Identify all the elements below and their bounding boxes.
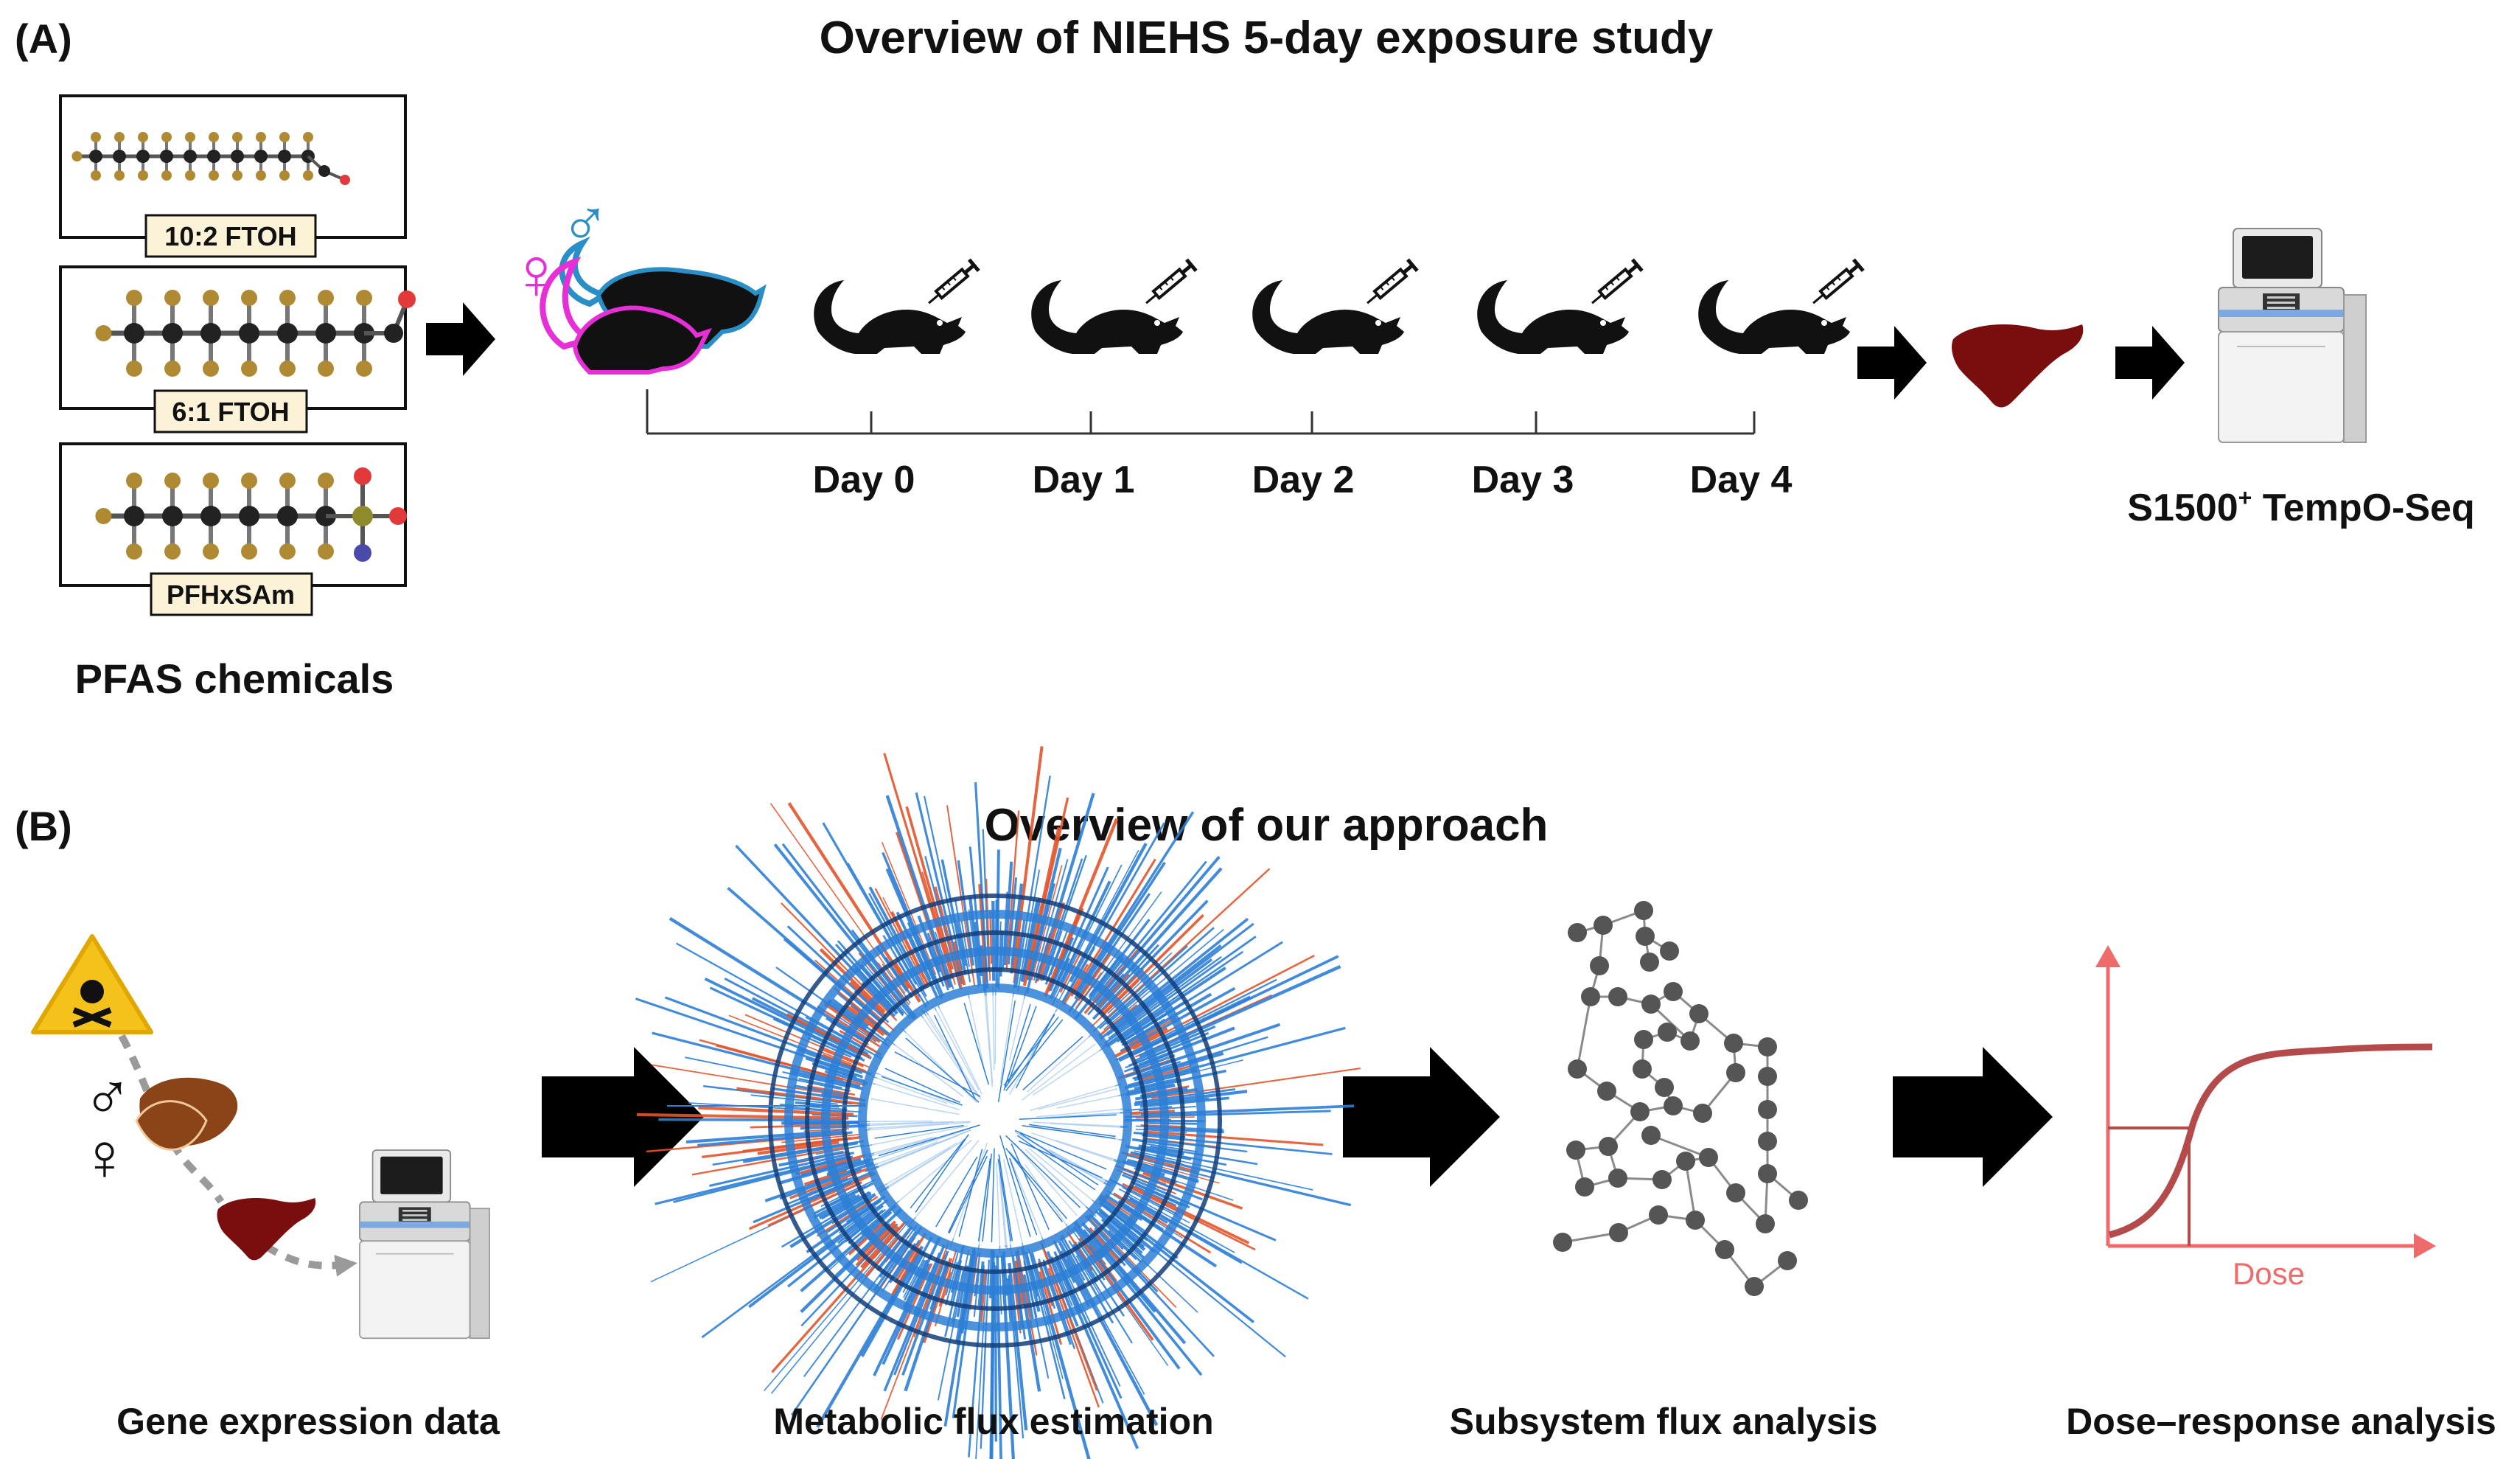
panel-a-label: (A) — [15, 15, 72, 62]
hazard-sign-icon — [31, 934, 153, 1034]
flow-arrow — [426, 302, 495, 376]
panel-b-title: Overview of our approach — [985, 800, 1549, 851]
dose-axis-label: Dose — [2233, 1256, 2305, 1291]
dosing-mouse-day2 — [1252, 260, 1417, 354]
chemical-name: PFHxSAm — [167, 579, 295, 610]
chemical-box-3: PFHxSAm — [59, 442, 407, 616]
step-label: Gene expression data — [116, 1401, 500, 1442]
day-label: Day 2 — [1252, 459, 1355, 501]
day-label: Day 0 — [813, 459, 915, 501]
dose-response-plot — [2095, 945, 2436, 1258]
dosing-mouse-day0 — [814, 260, 979, 354]
sequencer-icon — [2218, 228, 2367, 443]
chemical-name: 10:2 FTOH — [164, 221, 296, 251]
sequencer-icon — [359, 1149, 490, 1340]
dose-response-curve — [2108, 1043, 2433, 1239]
dosing-mouse-day3 — [1477, 260, 1642, 354]
metabolic-flux-circular-tree — [635, 746, 1361, 1459]
dashed-flow-path — [263, 1242, 357, 1277]
step-arrow — [542, 1047, 704, 1187]
male-symbol: ♂ — [560, 184, 610, 258]
chemical-name: 6:1 FTOH — [172, 397, 289, 427]
liver-icon — [1951, 324, 2084, 408]
day-label: Day 3 — [1472, 459, 1574, 501]
panel-b-label: (B) — [15, 803, 72, 849]
flow-arrow — [2115, 326, 2185, 400]
step-arrow — [1893, 1047, 2053, 1187]
dosing-mouse-day4 — [1698, 260, 1863, 354]
subsystem-network-graph — [1553, 901, 1808, 1296]
timeline — [646, 389, 1756, 435]
step-arrow — [1343, 1047, 1500, 1187]
female-symbol: ♀ — [80, 1121, 130, 1194]
female-symbol: ♀ — [509, 232, 564, 315]
chemical-box-2: 6:1 FTOH — [59, 265, 416, 433]
sequencer-label: S1500+ TempO-Seq — [2127, 484, 2474, 529]
chemical-box-1: 10:2 FTOH — [59, 94, 407, 258]
step-label: Metabolic flux estimation — [773, 1401, 1213, 1442]
step-label: Dose–response analysis — [2066, 1401, 2496, 1442]
molecule-6-1-ftoh — [95, 290, 416, 377]
flow-arrow — [1857, 326, 1927, 400]
dosing-mouse-day1 — [1031, 260, 1196, 354]
male-symbol: ♂ — [83, 1058, 133, 1132]
day-label: Day 4 — [1690, 459, 1793, 501]
liver-icon — [217, 1198, 316, 1261]
molecule-10-2-ftoh — [71, 132, 350, 185]
molecule-pfhxsam — [95, 467, 407, 562]
mice-pair-icon: ♂ ♀ — [509, 184, 767, 375]
step-label: Subsystem flux analysis — [1450, 1401, 1878, 1442]
mouse-icon-brown — [135, 1077, 238, 1151]
panel-a-title: Overview of NIEHS 5-day exposure study — [820, 13, 1714, 63]
chemicals-caption: PFAS chemicals — [75, 655, 394, 702]
day-label: Day 1 — [1033, 459, 1135, 501]
